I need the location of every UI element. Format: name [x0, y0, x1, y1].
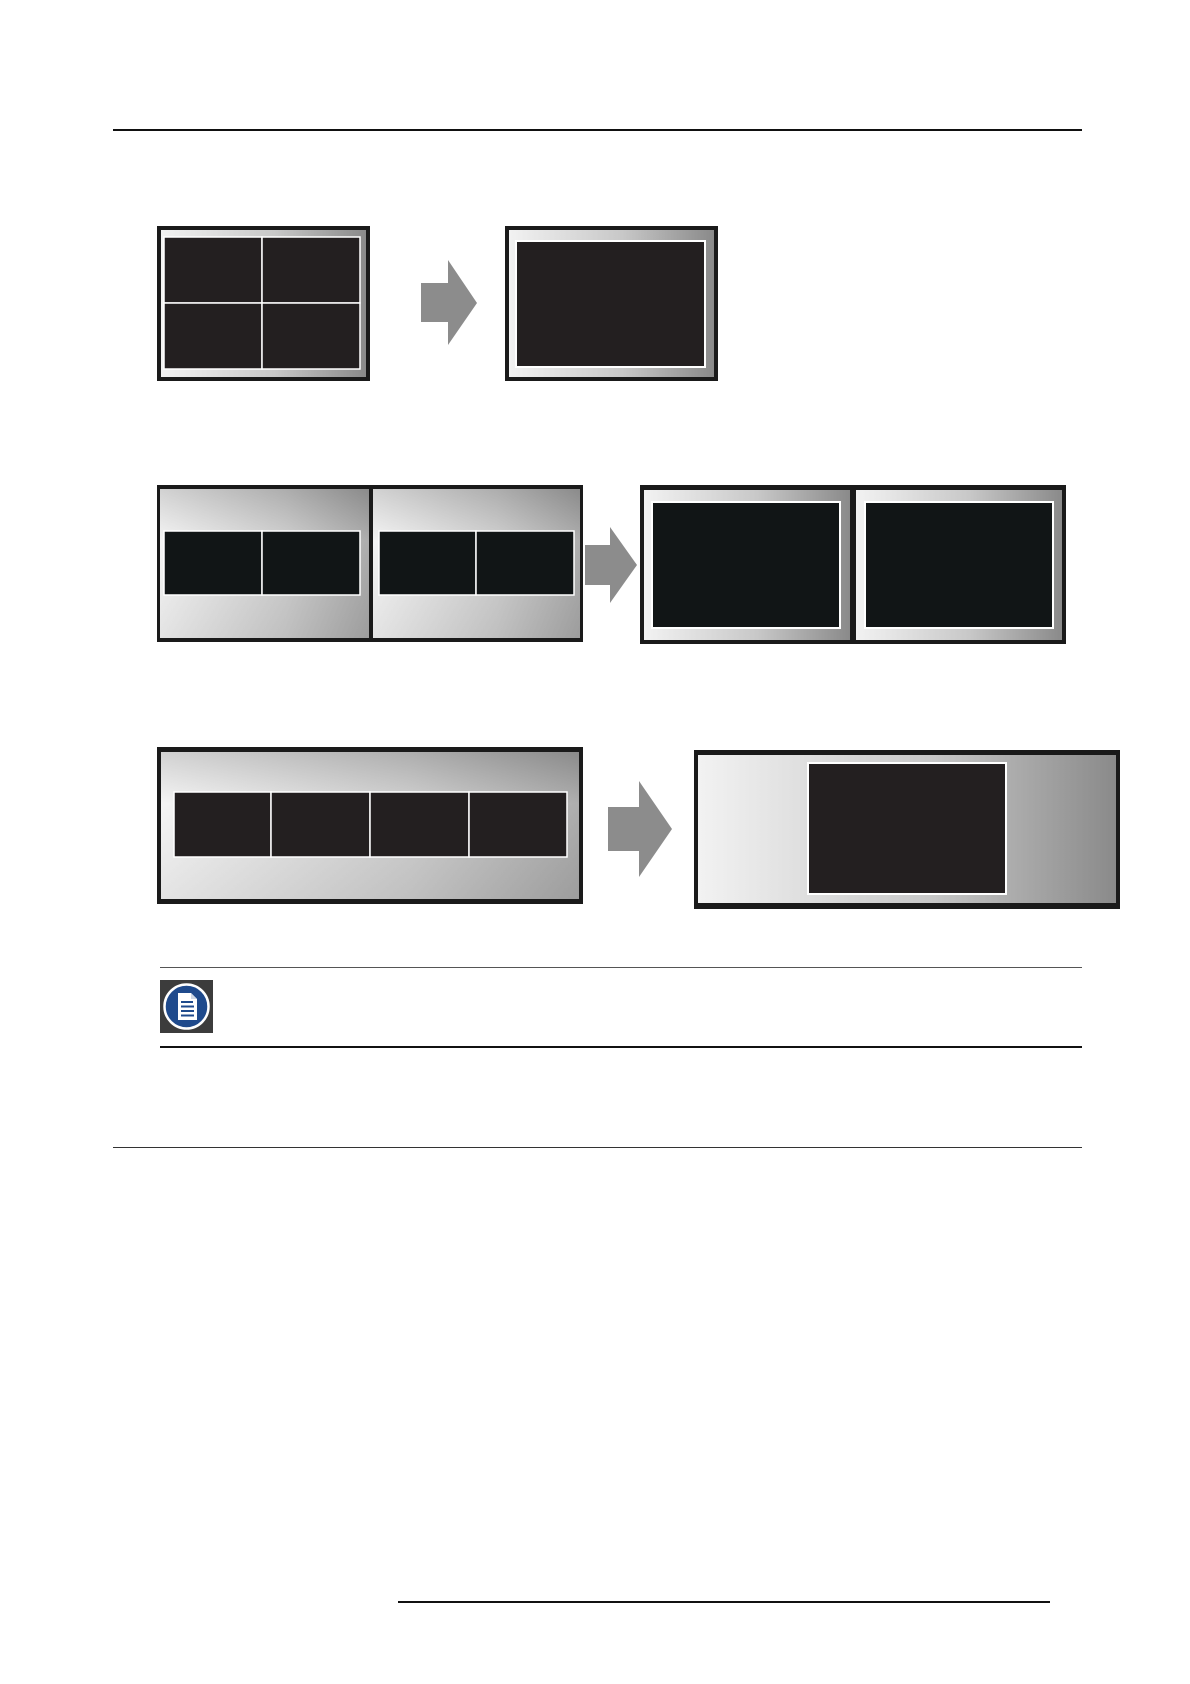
- quad-wall-source: [157, 226, 370, 381]
- note-bottom-rule: [160, 1046, 1082, 1048]
- four-wide-source: [157, 747, 583, 904]
- arrow-icon: [585, 527, 637, 603]
- document-note-icon: [160, 980, 213, 1033]
- arrow-icon: [608, 781, 672, 877]
- dual-split-source: [157, 485, 583, 642]
- dual-wall-result: [640, 485, 1066, 644]
- footer-rule: [398, 1601, 1050, 1603]
- note-top-rule: [160, 967, 1082, 968]
- section-rule: [113, 1147, 1082, 1148]
- single-wall-result: [505, 226, 718, 381]
- arrow-icon: [421, 260, 477, 345]
- four-wide-result: [694, 750, 1120, 909]
